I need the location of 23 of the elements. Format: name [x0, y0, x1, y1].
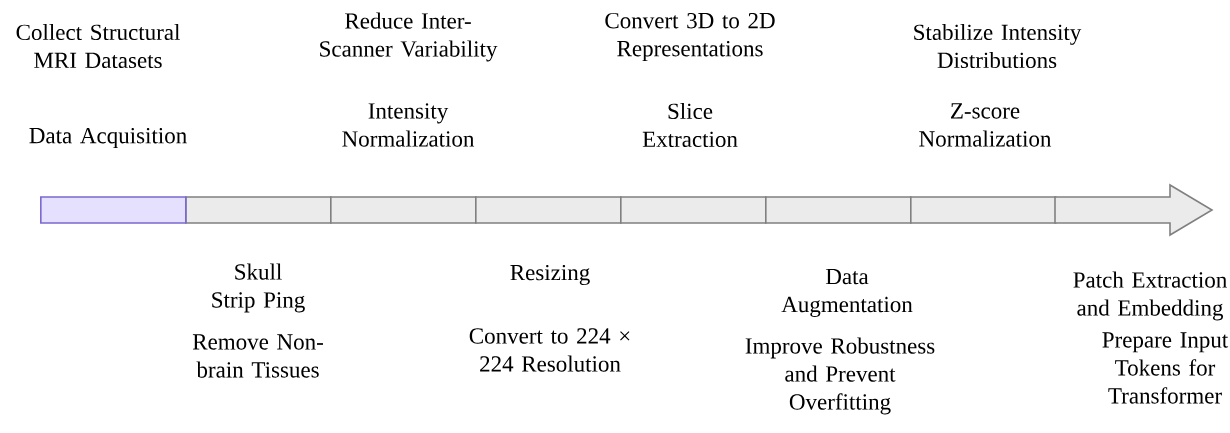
stage-title: Data Acquisition	[29, 127, 187, 149]
stage-title: Skull Strip Ping	[212, 263, 305, 313]
timeline-segment	[765, 196, 912, 224]
stage-title: Patch Extraction and Embedding	[1073, 271, 1227, 321]
stage-title: Z-score Normalization	[919, 103, 1052, 147]
stage-description: Collect Structural MRI Datasets	[16, 23, 180, 69]
stage-description: Stabilize Intensity Distributions	[914, 23, 1082, 69]
stage-description: Reduce Inter-Scanner Variability	[320, 12, 498, 62]
timeline-segment	[40, 196, 187, 224]
stage-description: Convert 3D to 2D Representations	[605, 12, 775, 62]
stage-description: Convert to 224 × 224 Resolution	[469, 328, 630, 372]
stage-description: Remove Non-brain Tissues	[192, 334, 323, 378]
timeline-segment	[185, 196, 332, 224]
timeline-segment	[330, 196, 477, 224]
timeline-segment	[910, 196, 1057, 224]
stage-title: Data Augmentation	[781, 268, 913, 317]
stage-description: Prepare Input Tokens for Transformer	[1102, 332, 1229, 404]
stage-description: Improve Robustness and Prevent Overfitting	[745, 337, 935, 415]
stage-title: Slice Extraction	[642, 102, 738, 148]
stage-title: Intensity Normalization	[342, 103, 475, 147]
stage-title: Resizing	[510, 264, 590, 286]
timeline-segment	[475, 196, 622, 224]
timeline-segment	[620, 196, 767, 224]
